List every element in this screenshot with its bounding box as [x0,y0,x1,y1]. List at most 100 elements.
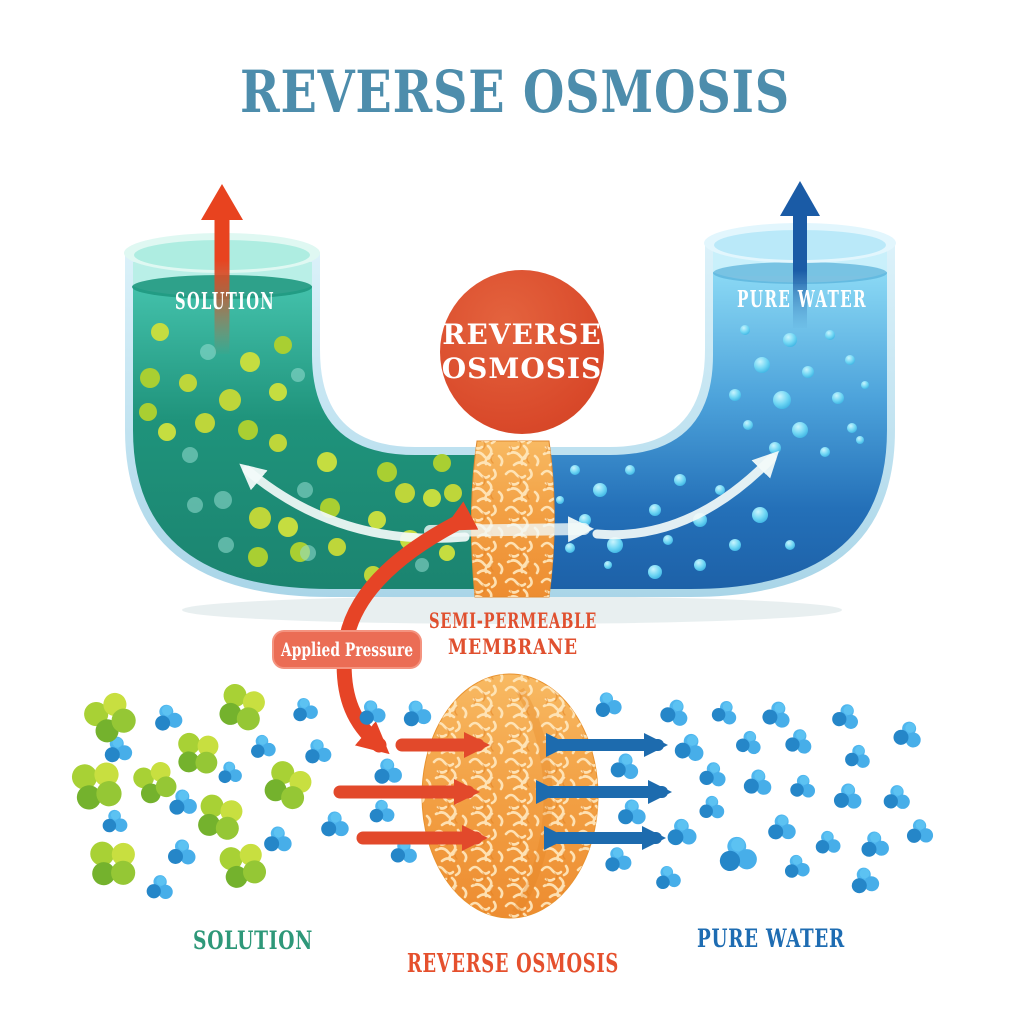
badge-line1: REVERSE [442,318,602,351]
flow-arrow-right-icon [592,450,779,540]
pure-water-label-bottom: PURE WATER [697,924,845,953]
water-droplet-icon [604,561,612,569]
solute-particle-icon [395,483,415,503]
water-droplet-icon [625,465,635,475]
solution-label-top: SOLUTION [175,288,275,315]
water-droplet-icon [792,422,808,438]
water-molecule-icon [830,701,862,731]
faint-particle-icon [291,368,305,382]
solute-particle-icon [151,323,169,341]
faint-particle-icon [218,537,234,553]
water-droplet-icon [570,465,580,475]
solute-particle-icon [140,368,160,388]
water-droplet-icon [802,366,814,378]
faint-particle-icon [200,344,216,360]
water-molecule-icon [710,698,740,726]
water-molecule-icon [168,839,196,865]
solute-particle-icon [269,383,287,401]
water-molecule-icon [146,874,174,900]
water-droplet-icon [694,559,706,571]
water-droplet-icon [785,540,795,550]
solute-molecule-icon [215,681,269,734]
water-droplet-icon [856,436,864,444]
water-molecule-icon [216,760,243,785]
solute-molecule-icon [176,732,220,775]
reverse-osmosis-label-bottom: REVERSE OSMOSIS [407,949,619,979]
water-droplet-icon [593,483,607,497]
faint-particle-icon [182,447,198,463]
water-molecule-icon [814,829,842,855]
water-molecule-icon [848,865,881,895]
water-molecule-icon [698,761,727,787]
faint-particle-icon [415,558,429,572]
solute-particle-icon [219,389,241,411]
solute-particle-icon [179,374,197,392]
water-molecule-icon [610,752,640,780]
water-molecule-icon [372,756,403,786]
badge-line2: OSMOSIS [442,352,603,385]
solute-molecule-icon [259,757,316,813]
water-droplet-icon [715,485,725,495]
water-molecule-icon [289,695,320,724]
water-droplet-icon [754,357,770,373]
water-droplet-icon [847,423,857,433]
water-molecule-icon [905,818,934,844]
water-molecule-icon [883,785,910,809]
water-molecule-icon [743,768,773,796]
water-droplet-icon [556,496,564,504]
water-droplet-icon [783,333,797,347]
water-molecule-icon [666,817,698,847]
solute-particle-icon [139,403,157,421]
water-molecule-icon [368,798,396,824]
water-molecule-icon [617,799,646,825]
water-droplet-icon [607,537,623,553]
solute-particle-icon [269,434,287,452]
water-droplet-icon [729,389,741,401]
water-molecule-icon [735,729,763,755]
water-molecule-icon [859,829,890,859]
solute-particle-icon [274,336,292,354]
solute-particle-icon [249,507,271,529]
solute-particle-icon [238,420,258,440]
water-molecule-icon [716,834,759,874]
solute-molecule-icon [217,840,269,891]
membrane-label-line2: MEMBRANE [448,634,578,659]
water-droplet-icon [649,504,661,516]
solute-particle-icon [328,538,346,556]
solute-particle-icon [439,545,455,561]
water-droplet-icon [729,539,741,551]
osmotic-pressure-arrow-up-left-icon [201,184,243,354]
solute-particle-icon [444,484,462,502]
solute-particle-icon [248,547,268,567]
solute-molecule-icon [90,841,136,886]
applied-pressure-label: Applied Pressure [280,639,413,661]
water-molecule-icon [844,743,872,769]
water-molecule-icon [653,863,683,891]
reverse-osmosis-badge: REVERSE OSMOSIS [440,270,604,434]
solute-particle-icon [368,511,386,529]
water-molecule-icon [833,783,862,809]
membrane-label-line1: SEMI-PERMEABLE [429,608,597,633]
water-molecule-icon [248,732,277,760]
water-molecule-icon [302,737,333,765]
solute-molecule-icon [79,687,141,748]
water-molecule-icon [602,845,633,874]
solute-molecule-icon [70,759,124,812]
water-molecule-icon [699,795,725,819]
water-droplet-icon [752,507,768,523]
water-droplet-icon [674,474,686,486]
water-droplet-icon [743,420,753,430]
applied-pressure-badge: Applied Pressure [272,630,422,669]
water-droplet-icon [861,381,869,389]
water-exchange-arrows-group [536,733,672,850]
water-droplet-icon [740,325,750,335]
water-droplet-icon [845,355,855,365]
water-droplet-icon [648,565,662,579]
water-molecule-icon [784,727,814,755]
solute-particle-icon [423,489,441,507]
water-droplet-icon [832,392,844,404]
water-droplet-icon [769,442,781,454]
water-molecule-icon [320,810,350,838]
solute-particle-icon [240,352,260,372]
